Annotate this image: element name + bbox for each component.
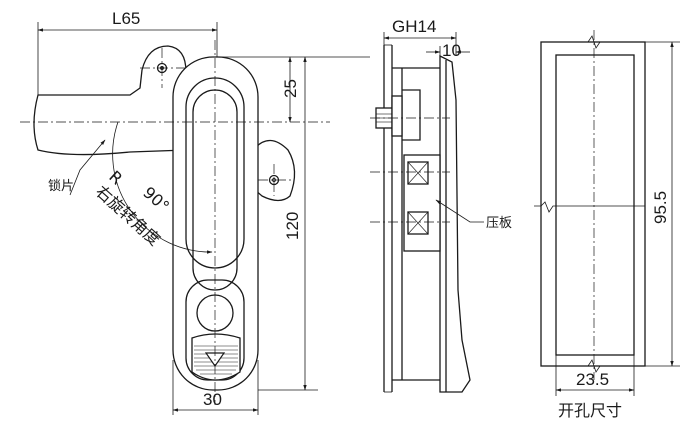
side-view <box>370 44 484 393</box>
dim-10: 10 <box>426 41 470 60</box>
latch-label: 锁片 <box>48 178 74 194</box>
dim-25: 25 <box>215 56 370 123</box>
dim-120-label: 120 <box>283 212 302 240</box>
lower-ear <box>254 139 296 202</box>
cutout-view <box>534 30 646 380</box>
dim-gh14: GH14 <box>383 17 457 56</box>
cutout-size-label: 开孔尺寸 <box>558 401 622 420</box>
dim-gh14-label: GH14 <box>392 17 436 36</box>
dim-95-5-label: 95.5 <box>651 191 670 224</box>
dim-23-5-label: 23.5 <box>576 370 609 389</box>
latch-plate <box>33 45 187 156</box>
dim-30: 30 <box>172 360 259 415</box>
dim-l65-label: L65 <box>112 9 140 28</box>
dim-10-label: 10 <box>442 41 461 60</box>
dim-23-5: 23.5 <box>555 355 635 396</box>
dim-120: 120 <box>258 56 318 391</box>
dim-95-5: 95.5 <box>645 41 680 367</box>
pressure-plate <box>403 154 441 252</box>
dim-l65: L65 <box>37 9 218 95</box>
front-view <box>20 40 330 405</box>
dim-25-label: 25 <box>281 79 300 98</box>
dim-30-label: 30 <box>203 390 222 409</box>
pressure-plate-label: 压板 <box>486 216 512 231</box>
rotation-angle-label: 90° <box>139 183 173 216</box>
